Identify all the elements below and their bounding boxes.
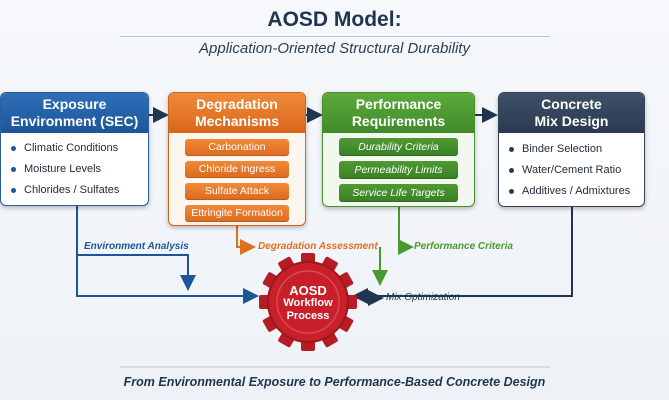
gear-label-line3: Process <box>286 310 330 322</box>
gear-label-line1: AOSD <box>289 283 327 298</box>
performance-item: Durability Criteria <box>339 138 458 156</box>
list-item: Climatic Conditions <box>7 138 142 159</box>
degradation-item: Chloride Ingress <box>185 161 289 178</box>
gear-label: AOSD Workflow Process <box>268 284 348 323</box>
gear-icon <box>259 253 357 351</box>
performance-item: Service Life Targets <box>339 184 458 202</box>
page-subtitle: Application-Oriented Structural Durabili… <box>199 40 470 57</box>
bullet-icon <box>11 188 16 193</box>
flow-line-mix <box>352 206 573 304</box>
page-title: AOSD Model: <box>267 8 402 31</box>
card-performance-header: Performance Requirements <box>323 93 474 133</box>
card-concrete-mix-design: Concrete Mix Design Binder Selection Wat… <box>498 92 645 207</box>
card-exposure-environment: Exposure Environment (SEC) Climatic Cond… <box>0 92 149 206</box>
bullet-icon <box>509 147 514 152</box>
bullet-icon <box>509 189 514 194</box>
title-divider <box>120 36 550 37</box>
degradation-item: Carbonation <box>185 139 289 156</box>
list-item: Moisture Levels <box>7 159 142 180</box>
list-item: Water/Cement Ratio <box>505 160 638 181</box>
card-degradation-mechanisms: Degradation Mechanisms Carbonation Chlor… <box>168 92 306 226</box>
flow-label-mix: Mix Optimization <box>386 292 460 303</box>
card-performance-title-line2: Requirements <box>351 113 446 129</box>
card-exposure-header: Exposure Environment (SEC) <box>1 93 148 133</box>
card-degradation-title-line1: Degradation <box>196 96 278 112</box>
card-mix-header: Concrete Mix Design <box>499 93 644 133</box>
card-performance-title-line1: Performance <box>355 96 442 112</box>
degradation-item: Ettringite Formation <box>185 205 289 222</box>
bullet-icon <box>11 167 16 172</box>
flow-line-degradation <box>236 224 256 255</box>
degradation-item: Sulfate Attack <box>185 183 289 200</box>
flow-line-performance <box>398 206 414 255</box>
performance-item: Permeability Limits <box>339 161 458 179</box>
flow-label-degradation: Degradation Assessment <box>258 241 378 252</box>
card-mix-title-line2: Mix Design <box>534 113 609 129</box>
flow-line-environment <box>76 205 259 304</box>
list-item: Binder Selection <box>505 139 638 160</box>
flow-label-environment: Environment Analysis <box>84 241 189 252</box>
card-mix-title-line1: Concrete <box>541 96 602 112</box>
bullet-icon <box>509 168 514 173</box>
footer-caption: From Environmental Exposure to Performan… <box>123 375 546 389</box>
card-performance-requirements: Performance Requirements Durability Crit… <box>322 92 475 207</box>
gear-label-line2: Workflow <box>283 297 333 309</box>
card-degradation-title-line2: Mechanisms <box>194 113 280 129</box>
list-item: Additives / Admixtures <box>505 181 638 202</box>
flow-label-performance: Performance Criteria <box>414 241 513 252</box>
card-degradation-header: Degradation Mechanisms <box>169 93 305 133</box>
card-exposure-title-line1: Exposure <box>42 96 107 112</box>
flow-line-environment-branch <box>77 254 196 291</box>
list-item: Chlorides / Sulfates <box>7 180 142 201</box>
bullet-icon <box>11 146 16 151</box>
card-exposure-title-line2: Environment (SEC) <box>10 113 139 129</box>
